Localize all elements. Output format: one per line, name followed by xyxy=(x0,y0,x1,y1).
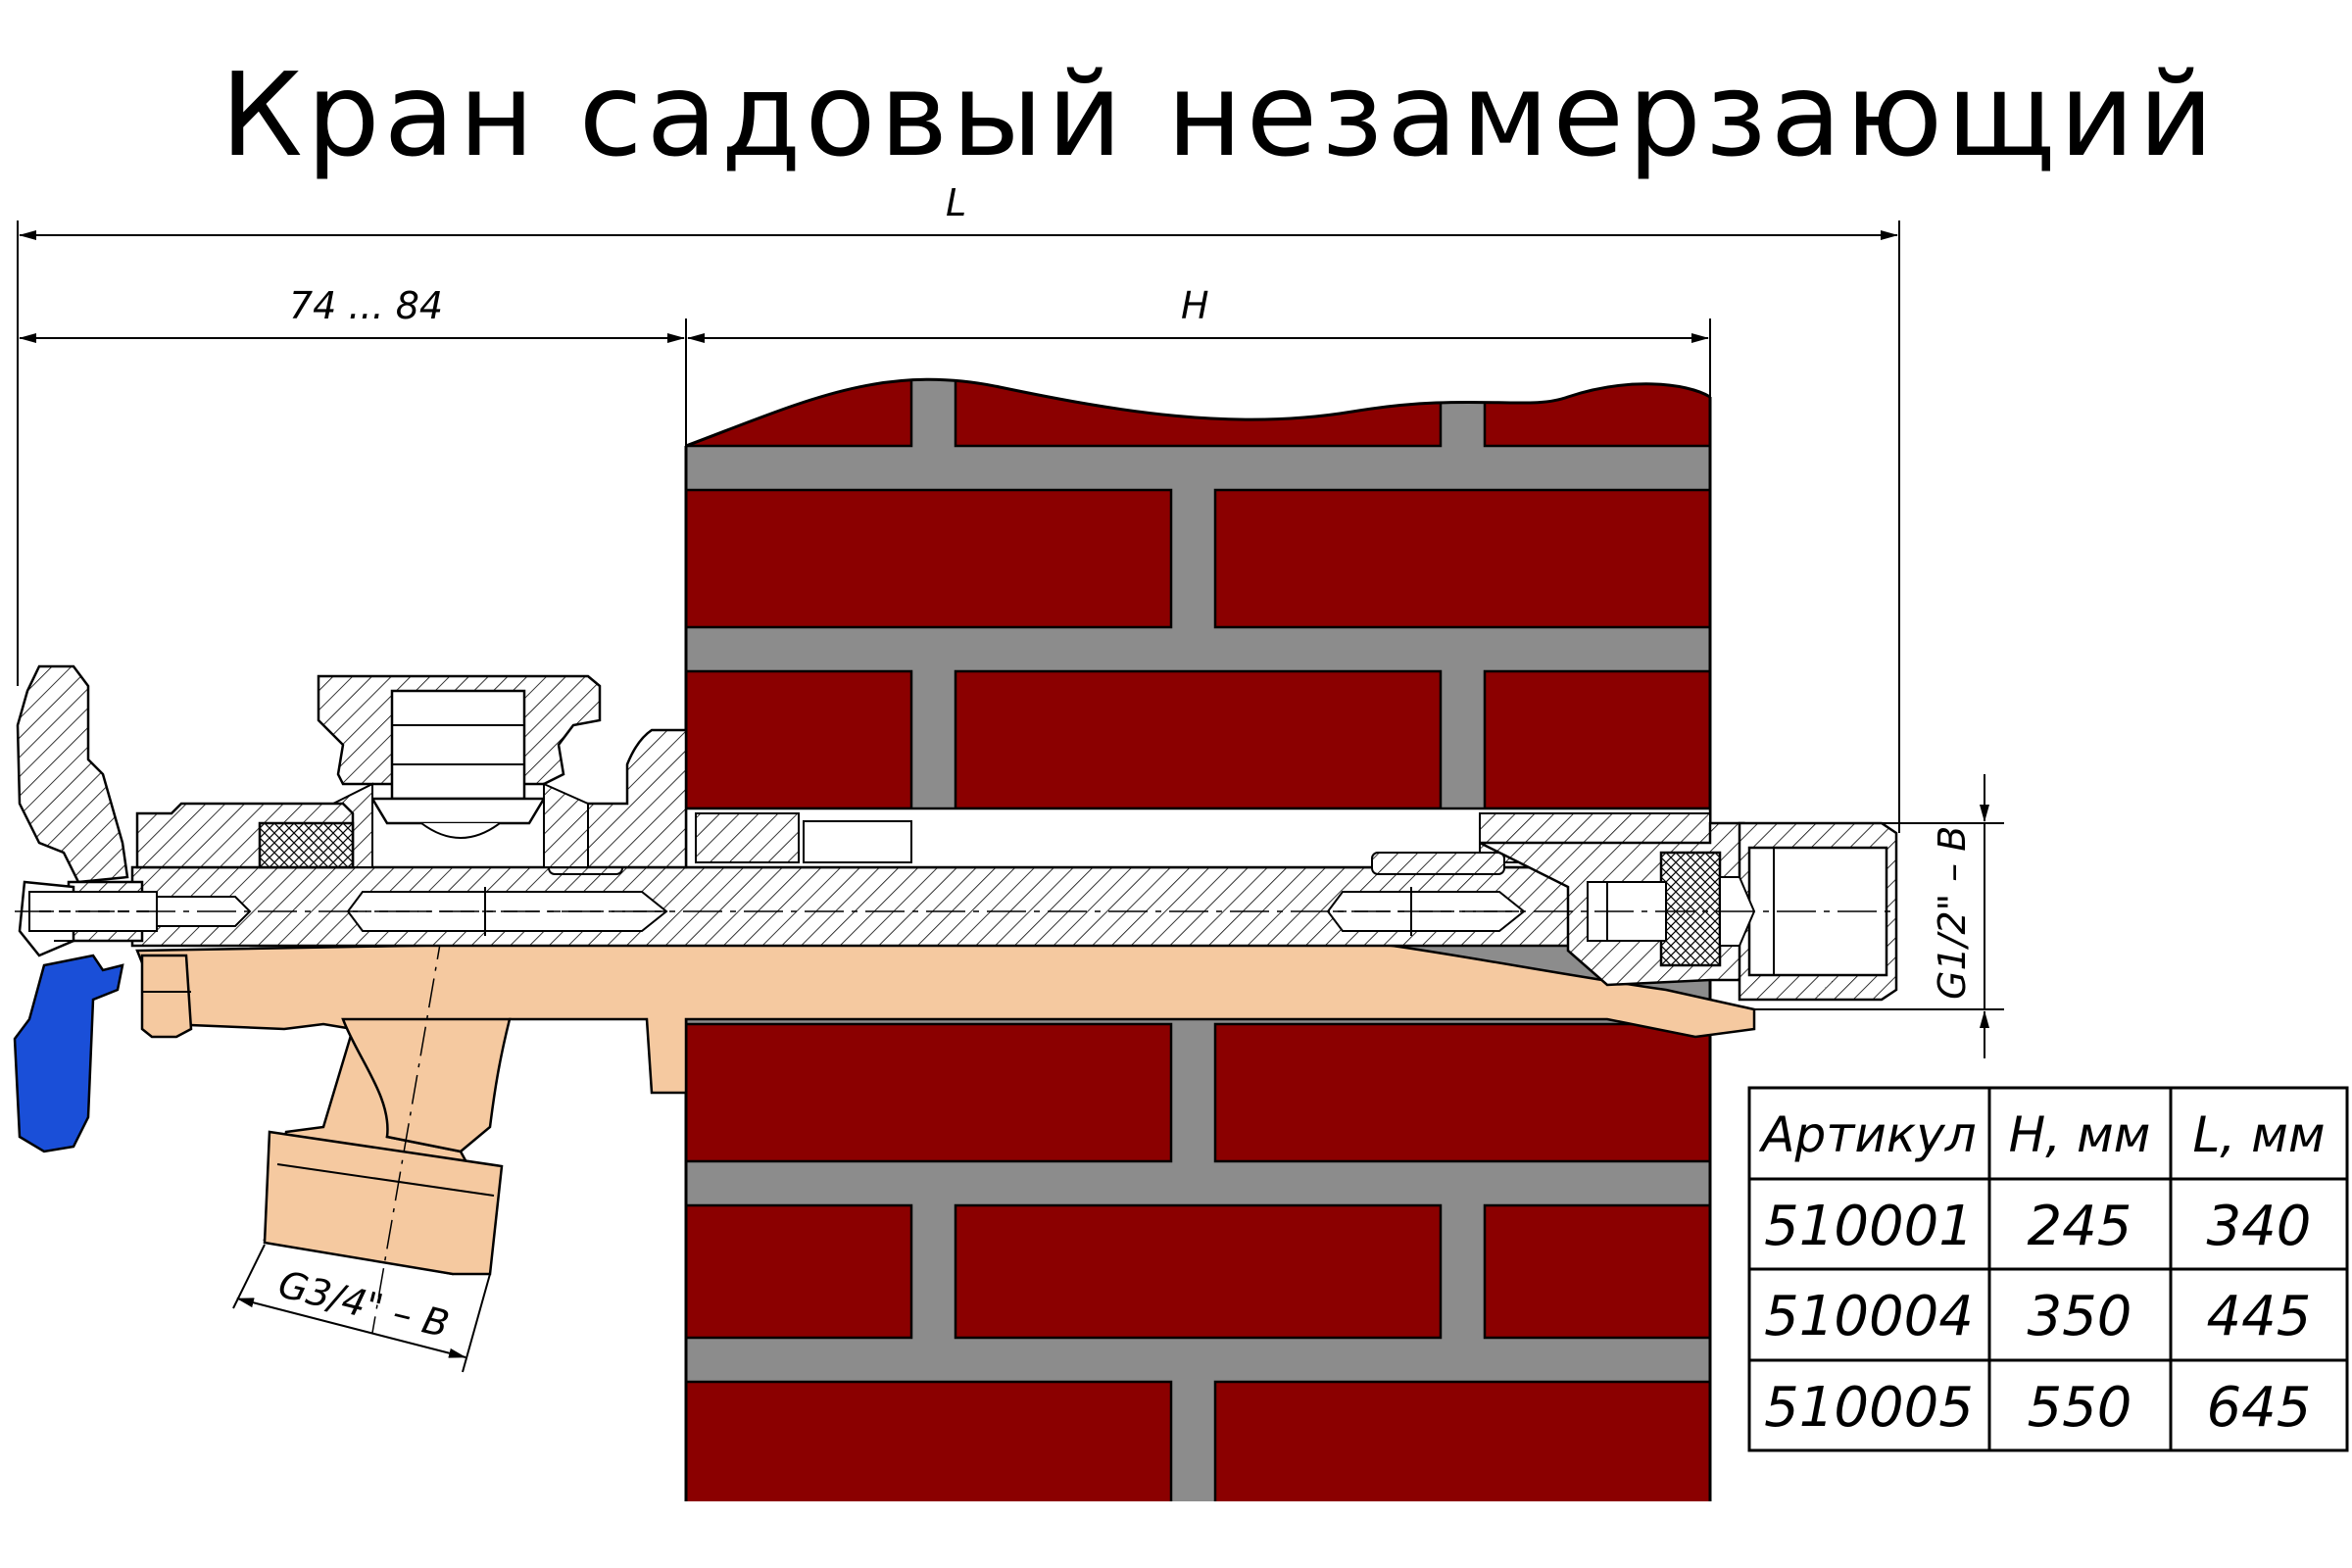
brick xyxy=(1483,1203,1710,1340)
table-cell: 350 xyxy=(2028,1285,2132,1348)
valve-washer xyxy=(1659,851,1722,967)
table-cell: 510004 xyxy=(1764,1285,1974,1348)
lower-hex-nut xyxy=(140,954,193,1039)
brick xyxy=(686,669,913,810)
table-cell: 510001 xyxy=(1764,1195,1974,1258)
wall-top-break-line xyxy=(685,377,1711,448)
brick xyxy=(954,669,1443,810)
vacuum-breaker-cap xyxy=(390,689,526,801)
table-cell: 510005 xyxy=(1764,1376,1974,1440)
outlet-nut-chamfer xyxy=(276,1163,495,1197)
table-cell: 340 xyxy=(2207,1195,2312,1258)
brick xyxy=(1213,1380,1710,1501)
brick xyxy=(954,379,1443,448)
packing-seal xyxy=(258,821,355,869)
dim-label-L: L xyxy=(946,181,966,224)
dim-label-H: H xyxy=(1181,284,1209,327)
page-title: Кран садовый незамерзающий xyxy=(220,47,2218,182)
table-header-article: Артикул xyxy=(1758,1106,1976,1163)
brick xyxy=(1213,488,1710,629)
dimension-lines xyxy=(17,220,2004,1373)
table-header-h: H, мм xyxy=(2009,1106,2151,1163)
brick xyxy=(686,1022,1173,1163)
table-cell: 245 xyxy=(2028,1195,2132,1258)
brick xyxy=(686,488,1173,629)
brick xyxy=(954,1203,1443,1340)
dim-label-outer: 74 ... 84 xyxy=(289,284,443,327)
bricks xyxy=(686,379,1710,1501)
table-cell: 550 xyxy=(2028,1376,2132,1440)
dim-label-inlet-thread: G1/2" – B xyxy=(1931,826,1974,1000)
outlet-nut xyxy=(263,1130,504,1276)
brick xyxy=(1213,1022,1710,1163)
brick xyxy=(1483,669,1710,810)
table-header-l: L, мм xyxy=(2192,1106,2325,1163)
brick xyxy=(1483,379,1710,448)
table-cell: 645 xyxy=(2207,1376,2312,1440)
table-cell: 445 xyxy=(2207,1285,2312,1348)
faucet-assembly xyxy=(13,664,1898,1334)
sizes-table: Артикул H, мм L, мм 510001 245 340 51000… xyxy=(1747,1086,2349,1452)
brick xyxy=(686,1203,913,1340)
brick xyxy=(686,1380,1173,1501)
outlet-spout xyxy=(341,1017,512,1153)
dim-line-outlet xyxy=(236,1298,466,1358)
brick xyxy=(686,379,913,448)
handle-wheel-lower xyxy=(13,954,124,1153)
dim-label-outlet-thread: G3/4" – B xyxy=(274,1262,454,1347)
outlet-axis xyxy=(371,881,452,1334)
handle-wheel-upper xyxy=(16,664,129,884)
